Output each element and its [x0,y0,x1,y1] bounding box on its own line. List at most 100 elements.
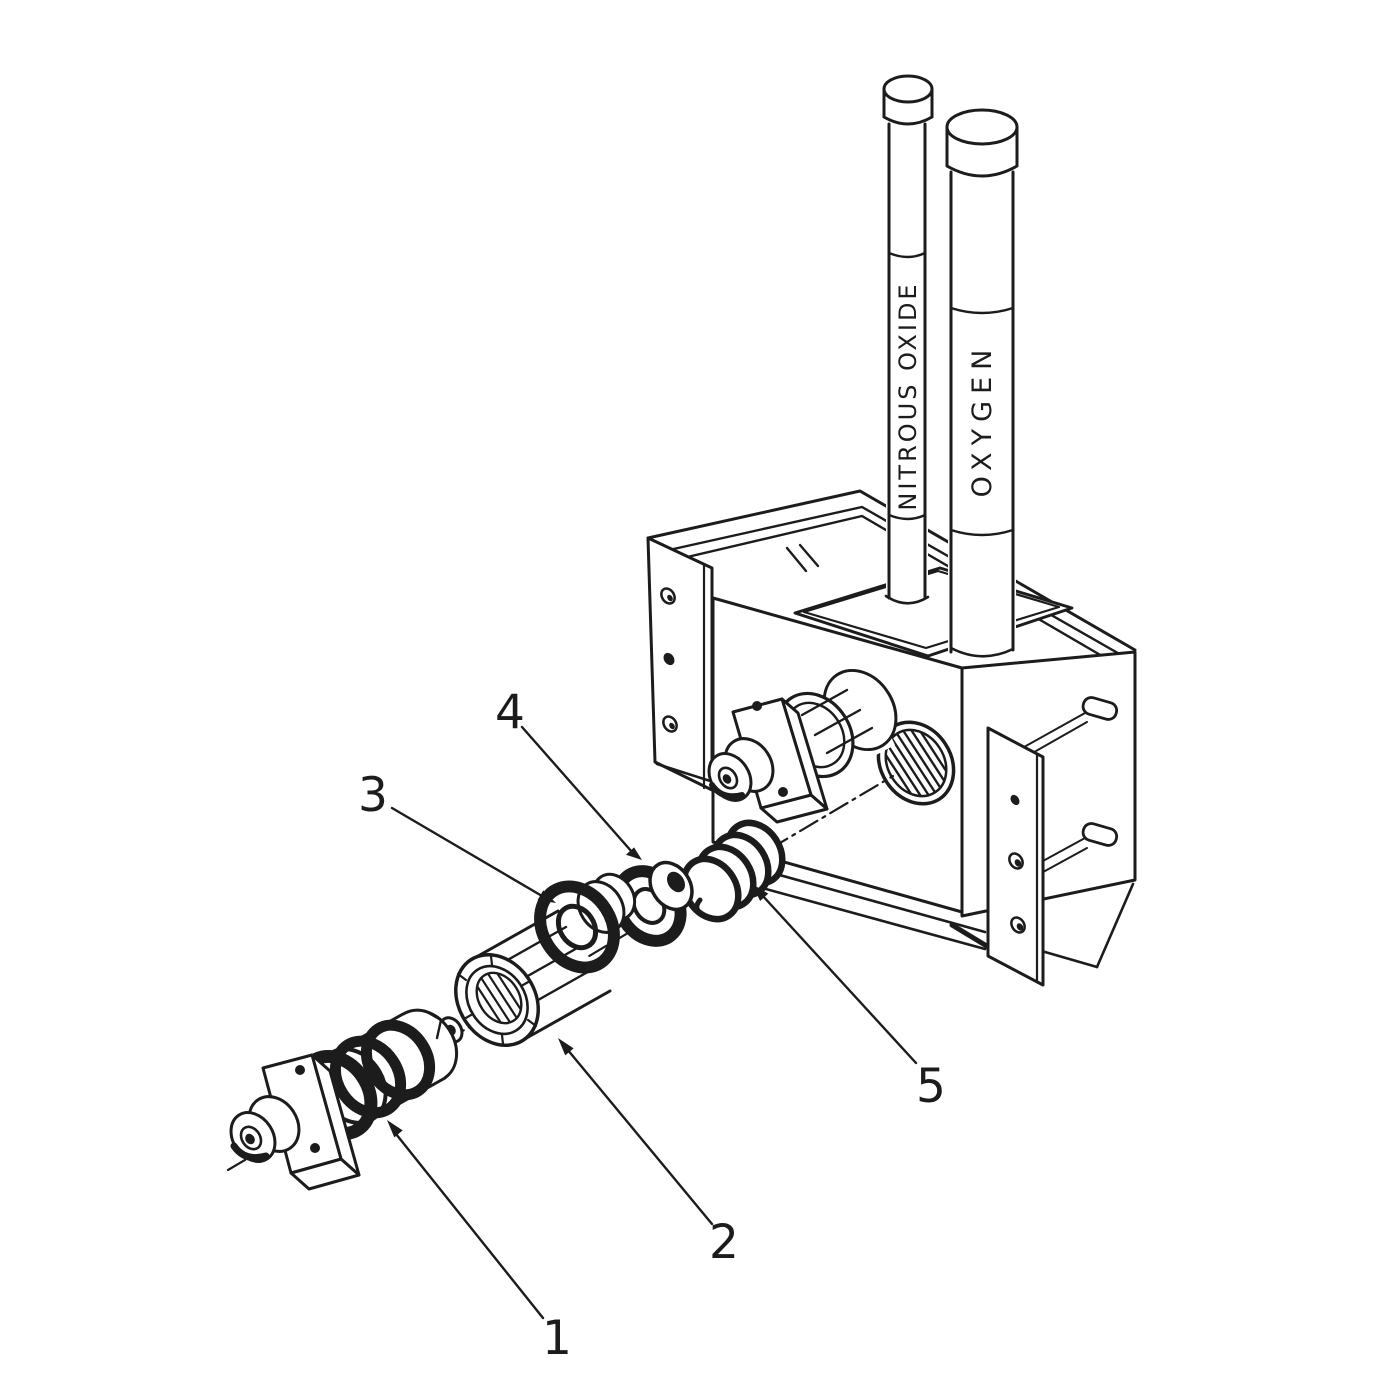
nipple-shadow-crescent [709,782,745,800]
leader-line-2 [565,1047,714,1226]
body-o-ring-band [360,1019,436,1101]
nut-thread-rim [475,971,523,1025]
tube-base-foot [949,646,1015,658]
left-flange-holes [660,587,678,733]
leader-arrow-1 [387,1120,403,1138]
flange-screw [310,1143,320,1153]
tube-cap-side [945,125,1019,178]
mounting-hole-dark [1010,794,1020,806]
fastener-tab [1081,822,1119,847]
rim-tick [521,979,532,987]
flange-screw [778,787,788,797]
spring-end-tail [694,897,703,915]
port-thread-hatch [878,723,954,803]
nut-front-rim [454,952,540,1048]
rail-joint-shadow [949,922,993,951]
part-5-spring [680,819,786,923]
tube-cap-top [945,108,1019,146]
fitting-nipple-hole [717,766,739,790]
hole-shadow [1016,923,1024,931]
thread-line [902,729,942,790]
tube-base-foot [884,594,930,605]
mounting-hole [1008,852,1024,870]
thread-line [487,973,518,1019]
body-o-ring-band [329,1035,407,1119]
tube-fill [948,168,1016,654]
mounting-hole [660,587,676,605]
part-2-coupling-nut [454,872,637,1048]
tube-seam [949,528,1015,537]
hole-shadow [1014,859,1022,867]
facet-line [800,688,849,717]
thread-line [908,726,948,786]
rim-tick [489,954,494,967]
nut-thread-hatch [473,969,525,1027]
thread-line [494,969,525,1016]
rim-tick [456,972,468,982]
callout-number-1: 1 [542,1311,572,1366]
end-cap-step [425,1010,443,1040]
facet-line [813,708,862,737]
callouts: 1 2 3 4 5 [358,685,946,1366]
nut-silhouette [521,989,612,1042]
tube-seam [887,513,927,521]
right-plate-holes [1008,794,1026,934]
thread-line [480,977,511,1023]
thread-line [473,980,504,1027]
nitrous-oxide-label: NITROUS OXIDE [894,281,922,510]
part-4-retaining-nut [611,860,694,947]
thread-line [884,740,924,800]
leader-arrow-3 [537,890,556,903]
nitrous-oxide-tube: NITROUS OXIDE [882,74,934,605]
leader-arrow-5 [752,884,769,901]
leader-line-3 [390,806,544,898]
part-3-o-ring [534,880,620,974]
mounting-hole [662,715,678,733]
mounting-hole [1010,916,1026,934]
rail-stub [1043,950,1099,969]
fitting-hex-facets [800,688,874,755]
callout-number-4: 4 [495,685,525,740]
rim-tick [462,1013,473,1021]
thread-line [890,736,930,797]
flange-screw [752,701,762,711]
hole-shadow [667,594,673,602]
valve-nipple-bore [245,1133,255,1145]
callout-number-2: 2 [709,1215,739,1270]
threaded-port [876,720,956,806]
leader-line-1 [394,1132,545,1320]
fastener-tab [1081,696,1119,721]
mounting-hole-dark [663,652,675,666]
hole-shadow [669,722,675,730]
strap-bend-tab [785,543,820,573]
fitting-nipple-bore [722,774,732,784]
nut-front-inner-rim [465,964,529,1036]
leader-arrow-2 [558,1038,574,1056]
thread-line [896,733,936,793]
o-ring-inner [555,903,599,951]
leader-arrow-4 [625,847,642,860]
oxygen-tube: OXYGEN [945,108,1019,658]
o-ring [534,880,620,974]
nut-rim-ticks [456,954,538,1046]
wall-bottom-corner-edge [1095,882,1135,969]
left-flange-plate [646,536,714,792]
facet-line [825,726,874,755]
installed-fitting [707,668,898,824]
flange-screw [295,1065,305,1075]
callout-number-5: 5 [916,1059,946,1114]
tube-cap-side [882,87,934,126]
nut-bore [667,871,685,893]
rim-tick [500,1033,505,1046]
callout-number-3: 3 [358,768,388,823]
tube-seam [887,251,927,259]
leader-line-5 [760,893,918,1065]
strap-outer-edge [646,489,1137,652]
tube-cap-top [882,74,934,104]
right-mounting-plate [986,726,1045,987]
leader-line-4 [520,725,634,854]
rim-tick [526,1018,538,1028]
nipple-shadow-crescent [230,1142,270,1162]
oxygen-label: OXYGEN [967,343,998,498]
